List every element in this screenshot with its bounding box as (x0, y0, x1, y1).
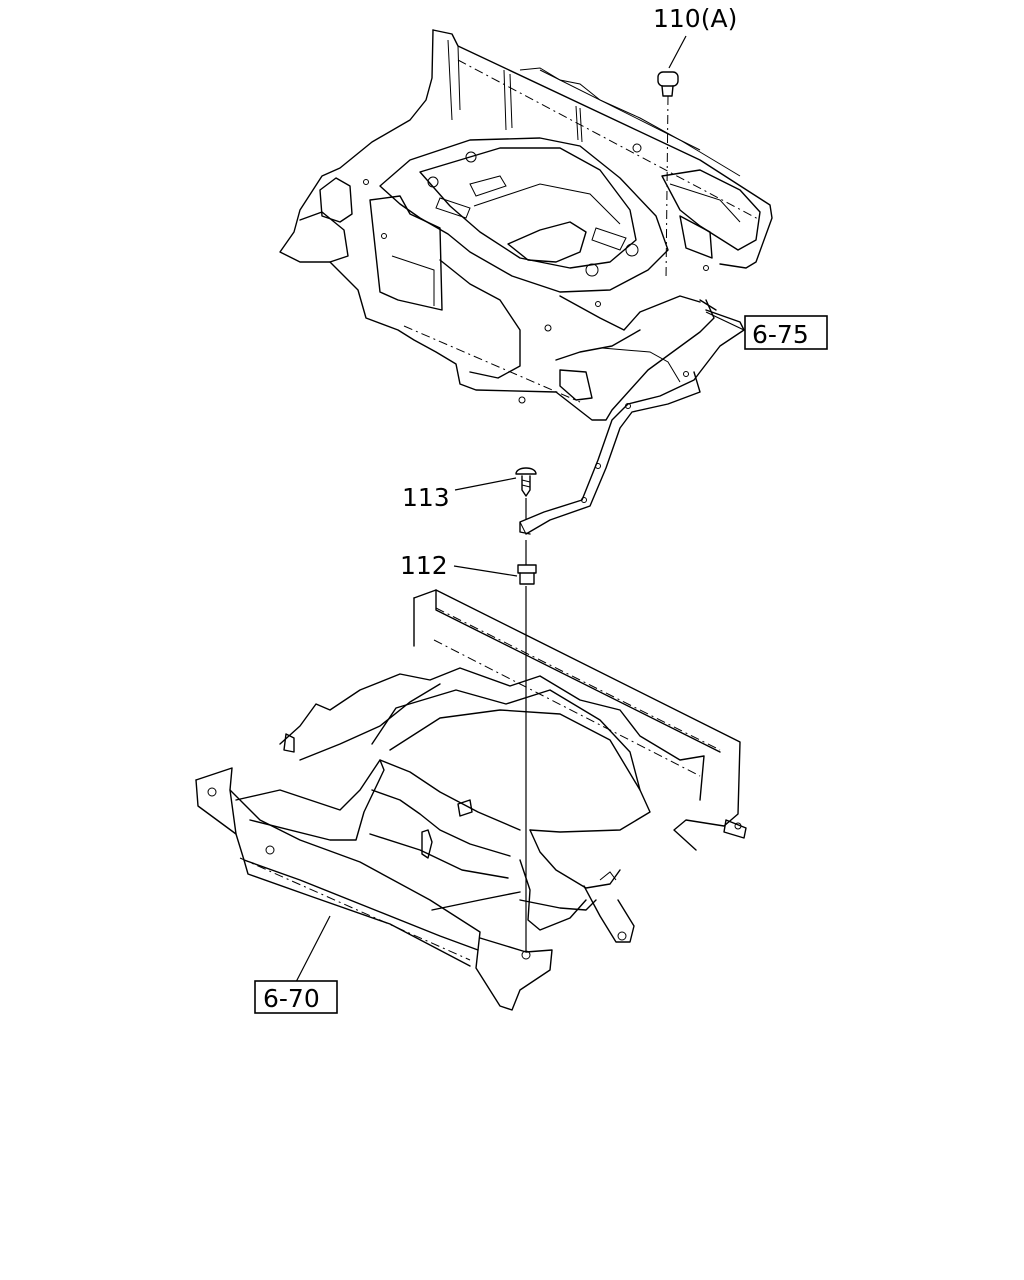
callout-110a: 110(A) (653, 4, 737, 33)
panel-holes (363, 143, 709, 404)
floor-pan-assembly (195, 589, 747, 1011)
leader-lines (295, 35, 745, 983)
reference-label-670: 6-70 (263, 984, 320, 1013)
rear-floor-panel-assembly (279, 29, 773, 421)
screw-113 (515, 467, 537, 520)
support-bracket (519, 299, 745, 535)
callout-113: 113 (402, 483, 450, 512)
clip-110a (657, 71, 679, 281)
reference-box-670[interactable]: 6-70 (254, 980, 338, 1014)
nut-112 (517, 540, 537, 952)
callout-112: 112 (400, 551, 448, 580)
reference-label-675: 6-75 (752, 320, 809, 349)
reference-box-675[interactable]: 6-75 (744, 315, 828, 350)
